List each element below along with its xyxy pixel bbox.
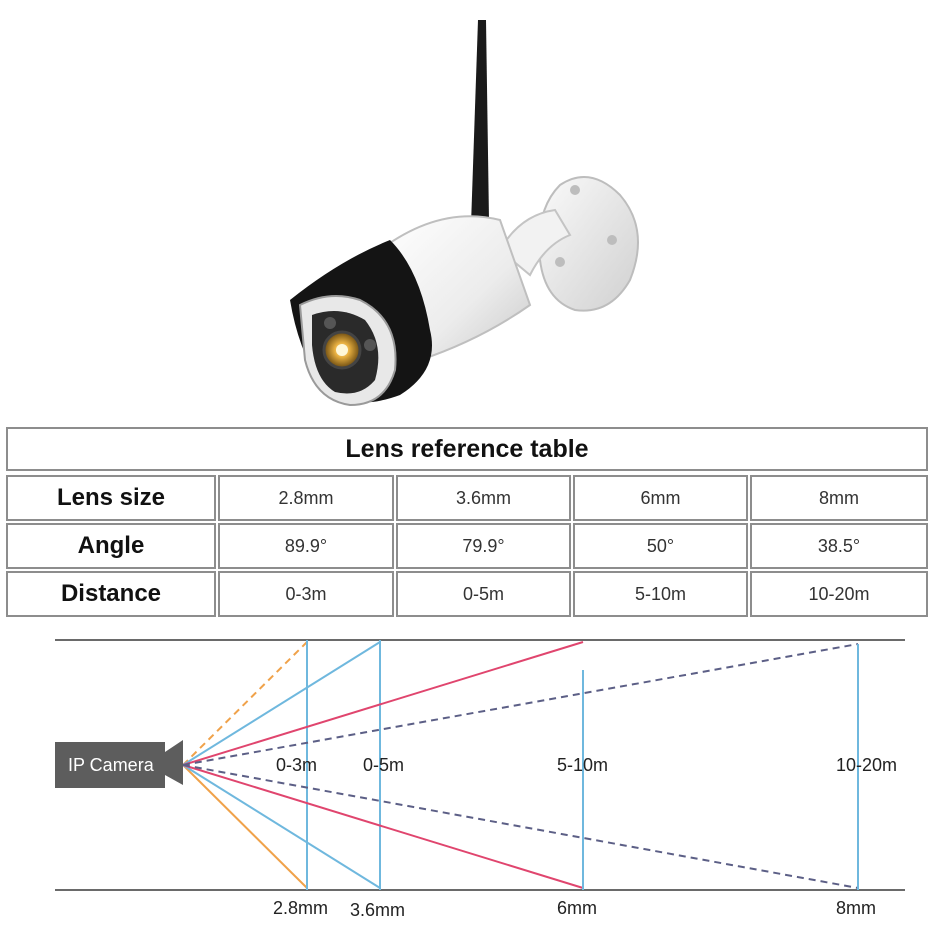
row-header-distance: Distance bbox=[6, 571, 216, 617]
field-of-view-diagram: IP Camera 0-3m 0-5m 5-10m 10-20m 2.8mm 3… bbox=[55, 639, 905, 920]
distance-label-10-20m: 10-20m bbox=[836, 755, 897, 775]
lens-label-8mm: 8mm bbox=[836, 898, 876, 918]
ip-camera-box: IP Camera bbox=[55, 740, 183, 788]
distance-3-6mm: 0-5m bbox=[396, 571, 571, 617]
lens-label-3-6mm: 3.6mm bbox=[350, 900, 405, 920]
angle-8mm: 38.5° bbox=[750, 523, 928, 569]
antenna bbox=[471, 20, 489, 225]
angle-6mm: 50° bbox=[573, 523, 748, 569]
lens-reference-table: Lens reference table Lens size 2.8mm 3.6… bbox=[6, 427, 928, 617]
distance-6mm: 5-10m bbox=[573, 571, 748, 617]
fov-2-8mm bbox=[182, 640, 308, 890]
distance-label-0-3m: 0-3m bbox=[276, 755, 317, 775]
distance-2-8mm: 0-3m bbox=[218, 571, 394, 617]
lens-size-2-8mm: 2.8mm bbox=[218, 475, 394, 521]
ip-camera-label: IP Camera bbox=[68, 755, 155, 775]
distance-8mm: 10-20m bbox=[750, 571, 928, 617]
lens-size-3-6mm: 3.6mm bbox=[396, 475, 571, 521]
lens-label-6mm: 6mm bbox=[557, 898, 597, 918]
fov-8mm bbox=[182, 643, 859, 890]
bracket-arm bbox=[498, 208, 572, 277]
lens-size-6mm: 6mm bbox=[573, 475, 748, 521]
fov-6mm bbox=[182, 641, 584, 890]
distance-label-5-10m: 5-10m bbox=[557, 755, 608, 775]
row-header-lens-size: Lens size bbox=[6, 475, 216, 521]
table-title: Lens reference table bbox=[6, 427, 928, 471]
angle-3-6mm: 79.9° bbox=[396, 523, 571, 569]
lens-size-8mm: 8mm bbox=[750, 475, 928, 521]
angle-2-8mm: 89.9° bbox=[218, 523, 394, 569]
camera-body bbox=[290, 215, 532, 407]
fov-3-6mm bbox=[182, 640, 381, 890]
bullet-camera-illustration bbox=[290, 20, 639, 407]
distance-label-0-5m: 0-5m bbox=[363, 755, 404, 775]
lens-label-2-8mm: 2.8mm bbox=[273, 898, 328, 918]
row-header-angle: Angle bbox=[6, 523, 216, 569]
